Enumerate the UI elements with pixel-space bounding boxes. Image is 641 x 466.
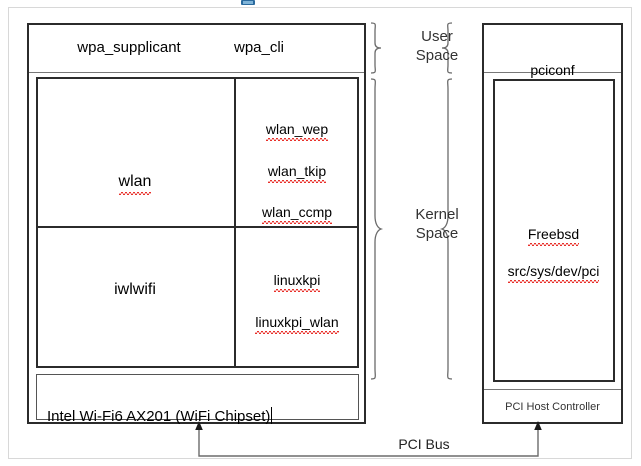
user-space-left-brace-icon — [370, 22, 382, 74]
kernel-space-right-brace-icon — [439, 78, 453, 380]
linuxkpi-text: linuxkpi — [273, 272, 320, 292]
wlan-module-label: wlan — [39, 152, 231, 196]
wlan-tkip-label: wlan_tkip — [237, 145, 357, 183]
wlan-wep-label: wlan_wep — [237, 103, 357, 141]
wifi-userspace-row — [29, 25, 364, 73]
iwlwifi-module-label: iwlwifi — [114, 281, 156, 298]
chipset-text-a: Intel Wi-Fi6 AX201 (WiFi Chipset) — [47, 408, 271, 426]
linuxkpi-wlan-label: linuxkpi_wlan — [237, 296, 357, 334]
pci-bus-arrow-left-icon — [195, 421, 203, 430]
wpa-supplicant-label: wpa_supplicant — [77, 39, 181, 56]
kernel-space-label: Kernel Space — [415, 206, 459, 243]
pci-userspace-divider — [484, 72, 621, 73]
wifi-chipset-box — [36, 374, 359, 420]
wlan-ccmp-text: wlan_ccmp — [261, 204, 333, 224]
wlan-tkip-text: wlan_tkip — [267, 163, 327, 183]
freebsd-text: Freebsd — [527, 226, 580, 246]
wifi-kernel-vertical-divider — [234, 77, 236, 368]
wlan-ccmp-label: wlan_ccmp — [237, 186, 357, 224]
linuxkpi-wlan-text: linuxkpi_wlan — [255, 314, 339, 334]
wifi-kernel-horizontal-divider — [36, 226, 359, 228]
pci-bus-arrow-right-icon — [534, 421, 542, 430]
user-space-label: User Space — [415, 28, 459, 65]
pci-bus-connector — [195, 421, 542, 457]
diagram-canvas: wpa_supplicant wpa_cli wlan iwlwifi wlan… — [8, 7, 632, 459]
text-cursor — [271, 407, 273, 425]
linuxkpi-label: linuxkpi — [237, 254, 357, 292]
pciconf-text: pciconf — [530, 62, 576, 82]
pci-host-controller-label: PCI Host Controller — [505, 401, 600, 413]
kernel-space-left-brace-icon — [370, 78, 384, 380]
pci-bus-label: PCI Bus — [398, 436, 450, 452]
pci-host-divider — [484, 389, 621, 390]
user-space-right-brace-icon — [441, 22, 453, 74]
pci-kernel-box — [493, 79, 615, 382]
wlan-wep-text: wlan_wep — [265, 121, 329, 141]
freebsd-path-text: src/sys/dev/pci — [507, 263, 599, 283]
clipped-blue-icon — [241, 0, 255, 5]
pciconf-label: pciconf — [486, 44, 619, 82]
wifi-chipset-label: Intel Wi-Fi6 AX201 (WiFi Chipset) — [47, 388, 347, 426]
freebsd-pci-label: Freebsd src/sys/dev/pci — [487, 208, 620, 283]
wlan-text: wlan — [118, 172, 151, 196]
wpa-cli-label: wpa_cli — [233, 39, 285, 56]
